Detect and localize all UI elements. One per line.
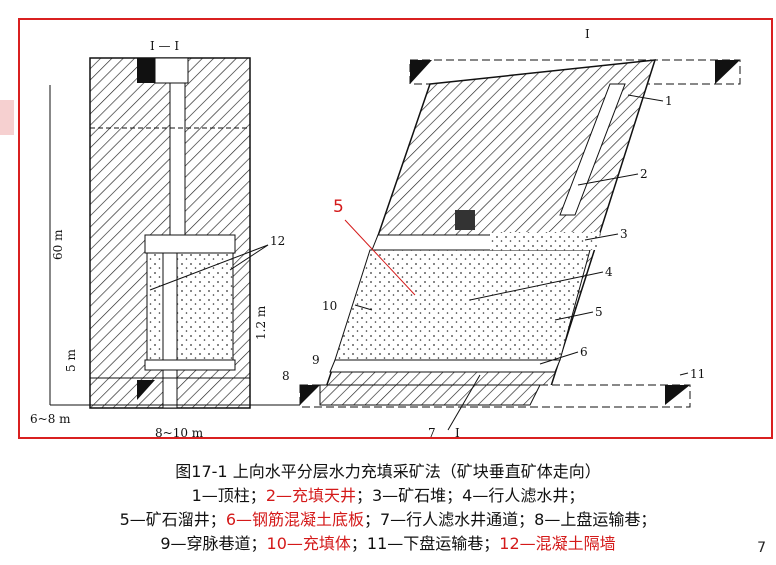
page-number: 7: [757, 540, 766, 556]
caption-title: 图17-1 上向水平分层水力充填采矿法（矿块垂直矿体走向）: [175, 462, 601, 481]
label-12: 12: [270, 234, 285, 248]
label-6: 6: [580, 345, 588, 359]
cut-marker-top: I: [585, 27, 590, 41]
red-callout-5: 5: [333, 197, 344, 217]
dim-8-10m: 8~10 m: [155, 426, 204, 440]
legend-text: 1—顶柱；: [191, 486, 266, 505]
label-8: 8: [282, 369, 290, 383]
label-11: 11: [690, 367, 705, 381]
legend-text: ；3—矿石堆；4—行人滤水井；: [356, 486, 585, 505]
caption-line-3: 9—穿脉巷道；10—充填体；11—下盘运输巷；12—混凝土隔墙: [0, 532, 776, 556]
longitudinal-view: [299, 59, 741, 408]
slide-accent-mark: [0, 100, 14, 135]
section-label: I — I: [150, 39, 179, 53]
label-4: 4: [605, 265, 613, 279]
legend-text: 9—穿脉巷道；: [160, 534, 267, 553]
label-9: 9: [312, 353, 320, 367]
legend-text-highlight: 2—充填天井: [265, 486, 356, 505]
label-2: 2: [640, 167, 648, 181]
caption-line-2: 5—矿石溜井；6—钢筋混凝土底板；7—行人滤水井通道；8—上盘运输巷；: [0, 508, 776, 532]
mining-method-diagram: I — I 60 m 5 m 1.2 m 6~8 m 8~10 m 12 I I…: [30, 27, 741, 440]
cut-marker-bottom: I: [455, 426, 460, 440]
callouts: 1 2 3 4 5 6 7 8 9 10 11: [282, 94, 705, 440]
label-7: 7: [428, 426, 436, 440]
section-view: [49, 57, 300, 409]
dim-6-8m: 6~8 m: [30, 412, 71, 426]
label-10: 10: [322, 299, 337, 313]
label-3: 3: [620, 227, 628, 241]
legend-text-highlight: 6—钢筋混凝土底板: [225, 510, 364, 529]
dim-5m: 5 m: [64, 349, 78, 372]
label-1: 1: [665, 94, 673, 108]
dim-height: 60 m: [51, 229, 65, 260]
legend-text-highlight: 10—充填体: [266, 534, 351, 553]
legend-text: ；7—行人滤水井通道；8—上盘运输巷；: [364, 510, 657, 529]
figure-caption: 图17-1 上向水平分层水力充填采矿法（矿块垂直矿体走向） 1—顶柱；2—充填天…: [0, 460, 776, 556]
legend-text-highlight: 12—混凝土隔墙: [499, 534, 616, 553]
legend-text: ；11—下盘运输巷；: [350, 534, 500, 553]
caption-line-1: 1—顶柱；2—充填天井；3—矿石堆；4—行人滤水井；: [0, 484, 776, 508]
label-5: 5: [595, 305, 603, 319]
legend-text: 5—矿石溜井；: [119, 510, 226, 529]
figure-frame: [18, 18, 773, 439]
dim-1-2m: 1.2 m: [254, 305, 268, 340]
